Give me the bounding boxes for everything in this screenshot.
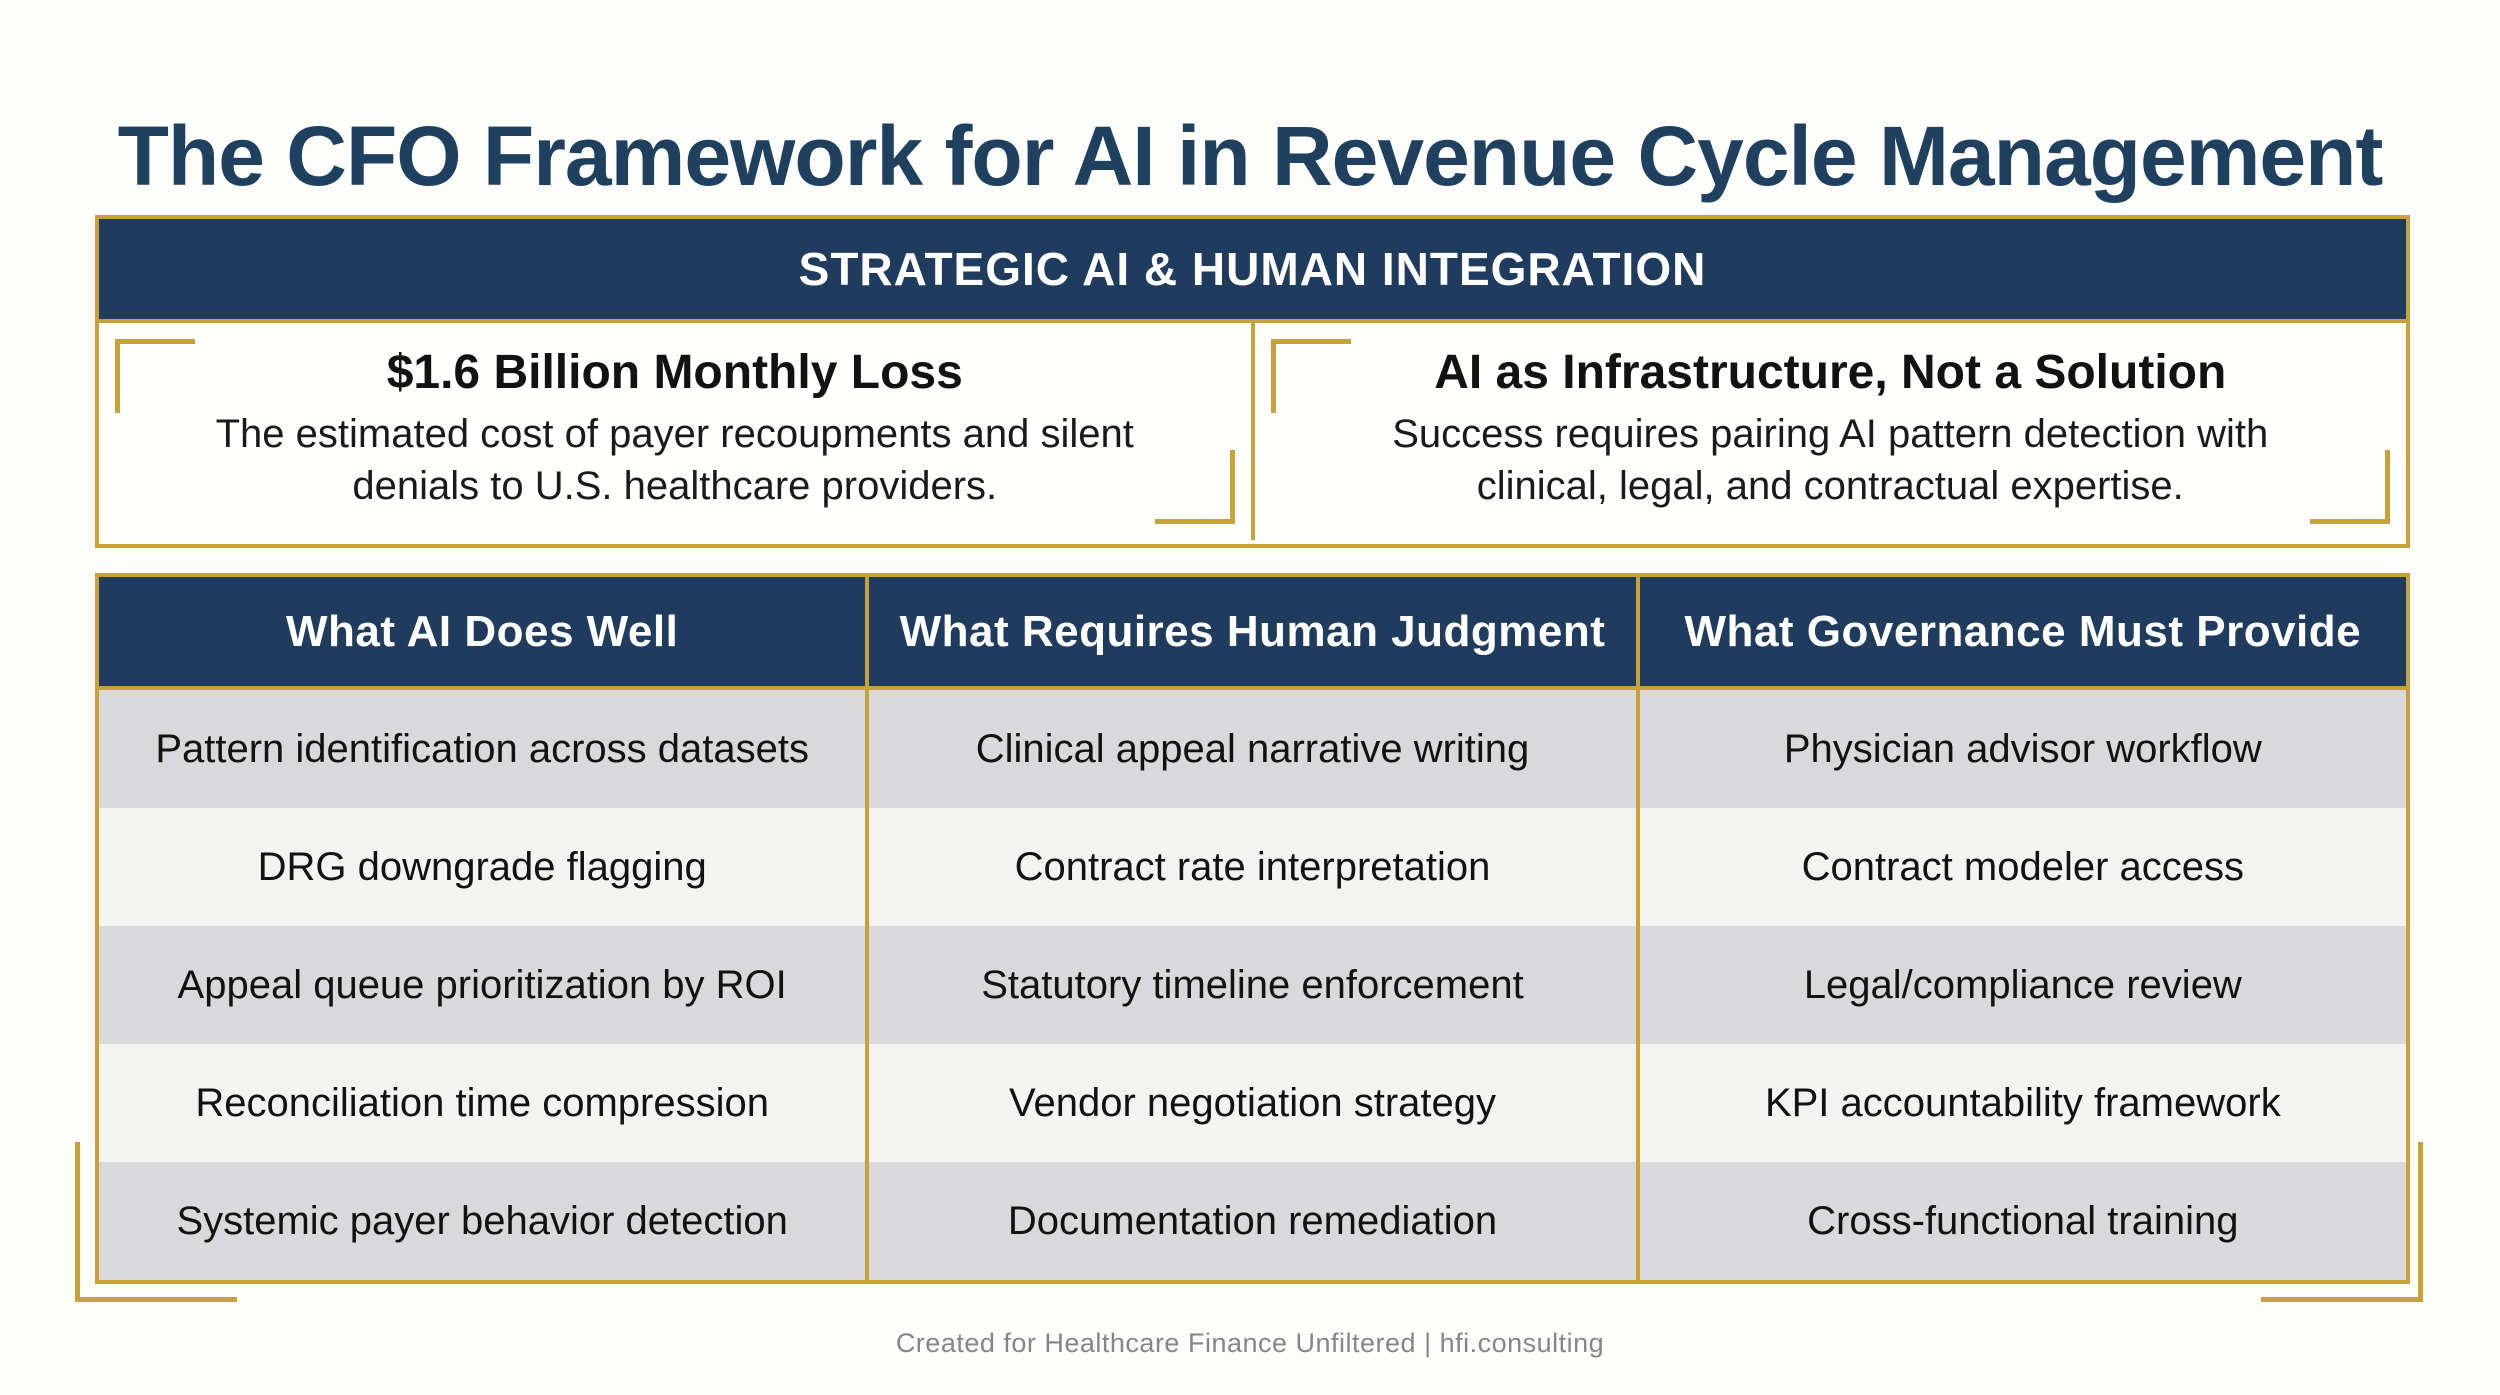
table-cell: Systemic payer behavior detection — [99, 1162, 866, 1280]
stat-card-ai-infrastructure: AI as Infrastructure, Not a Solution Suc… — [1250, 323, 2407, 540]
corner-bracket-bottom-right — [2310, 450, 2390, 524]
section-header-label: STRATEGIC AI & HUMAN INTEGRATION — [798, 243, 1707, 295]
table-row: Systemic payer behavior detection Docume… — [99, 1162, 2406, 1280]
table-row: Appeal queue prioritization by ROI Statu… — [99, 926, 2406, 1044]
corner-bracket-bottom-right — [1154, 450, 1235, 524]
table-cell: Reconciliation time compression — [99, 1044, 866, 1162]
decorative-bracket-bottom-left — [75, 1142, 237, 1302]
table-cell: Documentation remediation — [865, 1162, 1636, 1280]
table-row: Reconciliation time compression Vendor n… — [99, 1044, 2406, 1162]
table-cell: Physician advisor workflow — [1635, 690, 2406, 808]
section-header-bar: STRATEGIC AI & HUMAN INTEGRATION — [99, 219, 2406, 323]
footer-credit: Created for Healthcare Finance Unfiltere… — [895, 1328, 1605, 1358]
table-cell: Vendor negotiation strategy — [865, 1044, 1636, 1162]
stat-cards-row: $1.6 Billion Monthly Loss The estimated … — [99, 323, 2406, 540]
column-header-ai: What AI Does Well — [99, 577, 866, 686]
table-cell: Contract modeler access — [1635, 808, 2406, 926]
stat-card-body: Success requires pairing AI pattern dete… — [1392, 412, 2269, 509]
table-cell: Clinical appeal narrative writing — [865, 690, 1636, 808]
table-cell: Contract rate interpretation — [865, 808, 1636, 926]
stat-card-heading: $1.6 Billion Monthly Loss — [386, 345, 963, 399]
table-row: Pattern identification across datasets C… — [99, 690, 2406, 808]
table-cell: Pattern identification across datasets — [99, 690, 866, 808]
strategic-integration-section: STRATEGIC AI & HUMAN INTEGRATION $1.6 Bi… — [95, 215, 2410, 548]
table-header-row: What AI Does Well What Requires Human Ju… — [99, 577, 2406, 690]
table-cell: Legal/compliance review — [1635, 926, 2406, 1044]
corner-bracket-top-left — [1270, 339, 1351, 413]
table-cell: Cross-functional training — [1635, 1162, 2406, 1280]
page-title: The CFO Framework for AI in Revenue Cycl… — [117, 109, 2384, 204]
column-header-human: What Requires Human Judgment — [865, 577, 1636, 686]
table-row: DRG downgrade flagging Contract rate int… — [99, 808, 2406, 926]
table-cell: DRG downgrade flagging — [99, 808, 866, 926]
stat-card-heading: AI as Infrastructure, Not a Solution — [1434, 345, 2227, 399]
corner-bracket-top-left — [115, 339, 195, 413]
framework-table: What AI Does Well What Requires Human Ju… — [95, 573, 2410, 1284]
stat-card-monthly-loss: $1.6 Billion Monthly Loss The estimated … — [99, 323, 1251, 540]
stat-card-body: The estimated cost of payer recoupments … — [215, 412, 1134, 509]
table-cell: Appeal queue prioritization by ROI — [99, 926, 866, 1044]
table-cell: KPI accountability framework — [1635, 1044, 2406, 1162]
column-header-governance: What Governance Must Provide — [1635, 577, 2406, 686]
decorative-bracket-bottom-right — [2261, 1142, 2423, 1302]
table-cell: Statutory timeline enforcement — [865, 926, 1636, 1044]
